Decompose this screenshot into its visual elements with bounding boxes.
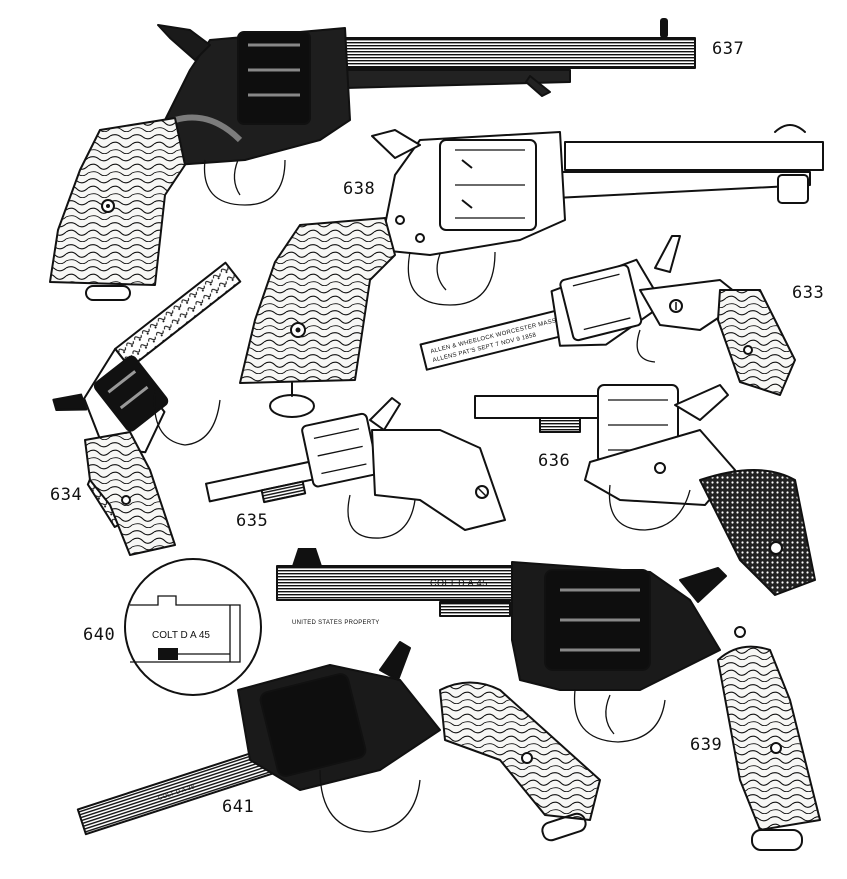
- barrel-636: [474, 395, 601, 419]
- colt639-frame-engraving: UNITED STATES PROPERTY: [292, 620, 380, 626]
- revolver-633: ALLEN & WHEELOCK WORCESTER MASS ALLENS P…: [419, 235, 796, 396]
- front-sight-639: [292, 548, 322, 566]
- barrel-639: [276, 565, 518, 601]
- detail640-pin: [158, 648, 178, 660]
- cylinder-635: [301, 412, 379, 488]
- revolver-635: [205, 397, 506, 539]
- hammer-636: [674, 384, 729, 421]
- hammer-633: [654, 235, 681, 273]
- label-637: 637: [712, 39, 744, 59]
- detail-circle-640: [124, 558, 262, 696]
- revolver-641: COLT D A 38: [76, 641, 601, 842]
- grip-638: [239, 217, 396, 384]
- label-634: 634: [50, 485, 82, 505]
- grip-screw-636: [769, 541, 783, 555]
- grip-screw-641: [521, 752, 533, 764]
- label-639: 639: [690, 735, 722, 755]
- front-sight-637: [660, 18, 668, 38]
- grip-screw-639: [770, 742, 782, 754]
- label-641: 641: [222, 797, 254, 817]
- revolver-638: [239, 124, 824, 418]
- grip-637: [49, 117, 186, 286]
- revolver-636: [474, 384, 816, 596]
- ejector-rod-636: [539, 417, 581, 433]
- loading-lever-638: [554, 171, 811, 199]
- lanyard-ring-638: [269, 394, 315, 418]
- hammer-641: [379, 641, 411, 681]
- revolver-637: [49, 18, 696, 301]
- label-635: 635: [236, 511, 268, 531]
- hammer-639: [679, 567, 727, 603]
- cylinder-633: [559, 264, 643, 342]
- hammer-637: [157, 24, 211, 61]
- checkered-grip-636: [699, 469, 816, 596]
- grip-639: [717, 645, 821, 831]
- cylinder-641: [259, 673, 367, 777]
- ejector-rod-635: [260, 480, 307, 504]
- label-638: 638: [343, 179, 375, 199]
- lanyard-ring-637: [85, 285, 131, 301]
- label-636: 636: [538, 451, 570, 471]
- cylinder-634: [93, 355, 169, 432]
- colt639-barrel-engraving: COLT D A 45: [430, 578, 488, 588]
- grip-screw-634: [121, 495, 131, 505]
- hammer-638: [371, 129, 421, 159]
- hammer-634: [52, 393, 88, 412]
- barrel-637: [344, 37, 696, 69]
- cylinder-637: [237, 31, 311, 125]
- grip-633: [717, 289, 796, 396]
- detail-640: COLT D A 45: [124, 558, 262, 696]
- front-sight-638: [774, 124, 806, 133]
- frame-635: [371, 429, 506, 531]
- grip-641: [439, 681, 601, 821]
- detail640-engraving: COLT D A 45: [152, 630, 210, 641]
- label-633: 633: [792, 283, 824, 303]
- barrel-638: [564, 141, 824, 171]
- ejector-rod-639: [439, 601, 511, 617]
- lanyard-ring-639: [751, 829, 803, 851]
- revolver-639: COLT D A 45 UNITED STATES PROPERTY: [276, 548, 821, 851]
- revolver-634-lower: [84, 389, 221, 556]
- hammer-635: [369, 397, 401, 431]
- grip-634: [84, 431, 176, 556]
- label-640: 640: [83, 625, 115, 645]
- lanyard-ring-641: [541, 812, 587, 842]
- grip-screw-633: [743, 345, 753, 355]
